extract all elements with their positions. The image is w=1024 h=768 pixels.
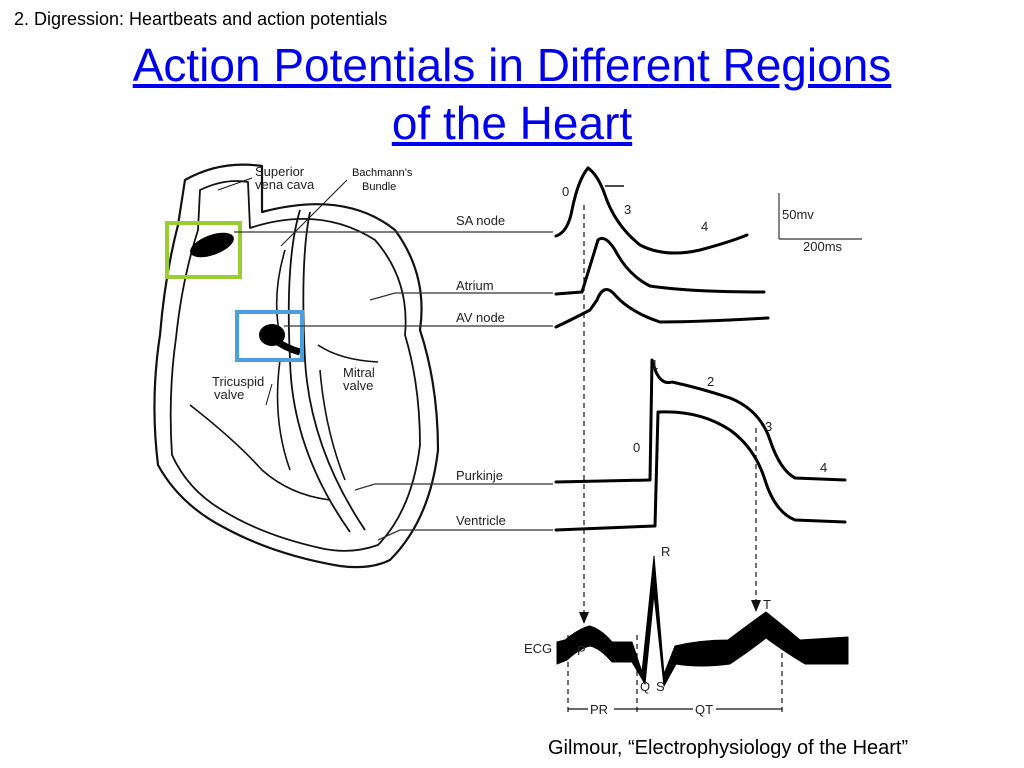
slide-header: 2. Digression: Heartbeats and action pot… <box>14 9 388 29</box>
septum-right <box>302 211 366 531</box>
upper-phase-3: 3 <box>624 202 631 217</box>
scale-bar <box>778 193 862 240</box>
lower-phase-3: 3 <box>765 419 772 434</box>
purkinje-ap-trace <box>554 358 847 484</box>
atrium-leader <box>369 292 396 301</box>
ecg-s-label: S <box>656 679 665 694</box>
mitral-label-2: valve <box>343 378 373 393</box>
sa-node-ap-trace <box>554 166 749 255</box>
upper-phase-4: 4 <box>701 219 708 234</box>
title-line-1: Action Potentials in Different Regions <box>132 39 892 91</box>
slide-title: Action Potentials in Different Regions o… <box>0 36 1024 152</box>
lower-phase-0: 0 <box>633 440 640 455</box>
atrium-ap-trace <box>554 236 766 296</box>
qt-interval-label: QT <box>695 702 713 717</box>
sa-node-label: SA node <box>456 213 505 228</box>
tricuspid-label-2: valve <box>214 387 244 402</box>
ecg-trace <box>556 555 849 687</box>
mitral-leaflet <box>317 344 379 363</box>
bachmann-label-2: Bundle <box>362 181 396 193</box>
scale-bar-time: 200ms <box>803 239 843 254</box>
heart-inner-outline <box>169 180 421 552</box>
papillary-right <box>319 369 346 481</box>
lower-phase-2: 2 <box>707 374 714 389</box>
bachmann-leader <box>280 179 348 247</box>
heart-outer-outline <box>153 163 440 569</box>
p-wave-arrowhead <box>579 612 589 624</box>
title-line-2: of the Heart <box>391 97 633 149</box>
t-wave-arrowhead <box>751 600 761 612</box>
ecg-t-label: T <box>763 597 771 612</box>
upper-phase-0: 0 <box>562 184 569 199</box>
mitral-label-1: Mitral <box>343 365 375 380</box>
superior-vena-cava-label-1: Superior <box>255 164 305 179</box>
purkinje-leader <box>354 483 376 491</box>
scale-bar-voltage: 50mv <box>782 207 814 222</box>
papillary-left <box>276 359 291 471</box>
tricuspid-leaflet <box>189 404 331 501</box>
sa-node-highlight-box <box>165 221 242 279</box>
av-bundle <box>269 335 301 356</box>
purkinje-label: Purkinje <box>456 468 503 483</box>
lower-phase-4: 4 <box>820 460 827 475</box>
av-node-ap-trace <box>554 288 770 329</box>
superior-vena-cava-label-2: vena cava <box>255 177 315 192</box>
svc-leader <box>217 177 253 191</box>
ecg-label: ECG <box>524 641 552 656</box>
tricuspid-label-1: Tricuspid <box>212 374 264 389</box>
av-node-highlight-box <box>235 310 304 362</box>
pr-interval-label: PR <box>590 702 608 717</box>
tricuspid-leader <box>265 383 273 406</box>
ecg-r-label: R <box>661 544 670 559</box>
atrium-label: Atrium <box>456 278 494 293</box>
ventricle-leader <box>377 529 401 541</box>
sa-node-blob <box>190 232 234 258</box>
av-node-label: AV node <box>456 310 505 325</box>
ventricle-label: Ventricle <box>456 513 506 528</box>
bachmann-label-1: Bachmann’s <box>352 167 413 179</box>
ecg-p-label: P <box>577 643 586 658</box>
citation: Gilmour, “Electrophysiology of the Heart… <box>548 737 909 759</box>
lower-phase-1: 1 <box>651 357 658 372</box>
ecg-q-label: Q <box>640 679 650 694</box>
ventricle-ap-trace <box>554 410 847 532</box>
